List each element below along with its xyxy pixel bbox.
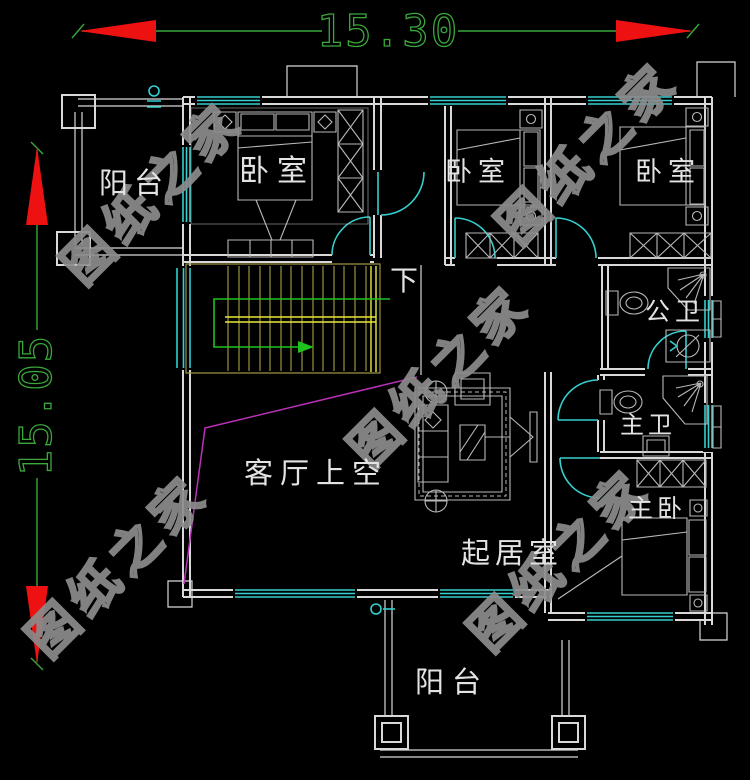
window (704, 405, 713, 448)
shower (667, 267, 711, 311)
doors (331, 171, 687, 499)
nightstand (689, 499, 708, 612)
living-room-furniture (414, 372, 538, 513)
public-bathroom-fixtures (605, 267, 711, 363)
door-arc (557, 379, 599, 421)
column (374, 715, 586, 750)
corner-pilaster-sw (167, 580, 193, 608)
room-label-top-balcony: 阳台 (99, 166, 169, 200)
sofa (417, 404, 449, 483)
room-label-bedroom-right: 卧室 (635, 157, 701, 188)
double-bed (237, 111, 313, 201)
washbasin (642, 435, 670, 457)
wardrobe (465, 232, 539, 259)
nightstand (685, 107, 709, 226)
wardrobe (636, 459, 707, 488)
corner-step-ne (696, 61, 736, 97)
window (235, 589, 355, 598)
stair-window (176, 268, 191, 368)
dimension-arrow-down (26, 586, 48, 664)
bedroom-right-furniture (619, 107, 712, 259)
double-bed (456, 129, 541, 206)
door-arc (331, 216, 371, 256)
door-arc (559, 457, 601, 499)
door-arc (454, 217, 496, 259)
double-bed (621, 517, 707, 596)
room-labels: 阳台 卧室 卧室 卧室 下 公卫 主卫 主卧 客厅上空 起居室 阳台 (99, 154, 705, 699)
faucet-icon (669, 340, 679, 352)
plant-icon (424, 489, 448, 513)
room-label-bedroom-left: 卧室 (239, 154, 315, 189)
room-label-living-room: 起居室 (461, 536, 563, 570)
column (56, 94, 96, 266)
toilet (605, 290, 619, 316)
dimension-arrow-up (26, 147, 48, 225)
rain-pipe-icon (147, 85, 161, 108)
watermark: 图纸之家 (337, 273, 542, 478)
bedroom-left-furniture (190, 107, 369, 258)
master-bedroom-furniture (557, 459, 708, 612)
room-label-master-bedroom: 主卧 (628, 494, 686, 523)
window (587, 612, 673, 621)
nightstand (213, 111, 337, 133)
dimension-left: 15.05 (10, 141, 63, 671)
wardrobe (629, 232, 712, 259)
room-label-stairs-down: 下 (390, 264, 418, 297)
plant-icon (424, 380, 448, 404)
room-label-master-bathroom: 主卫 (620, 411, 676, 439)
tv-unit (485, 411, 538, 463)
watermarks: 图纸之家 图纸之家 图纸之家 图纸之家 图纸之家 (14, 49, 691, 669)
room-label-public-bathroom: 公卫 (645, 297, 705, 326)
watermark: 图纸之家 (485, 50, 690, 255)
toilet (599, 389, 613, 415)
top-balcony-structure (56, 85, 183, 266)
nightstand (519, 109, 543, 226)
window (197, 96, 260, 105)
bedroom-middle-furniture (456, 109, 543, 259)
balcony-door (182, 147, 191, 222)
void-lines (183, 376, 418, 585)
rain-pipe-icon (370, 603, 395, 615)
corner-step-se (699, 612, 728, 641)
stair-treads (227, 266, 367, 371)
master-bathroom-fixtures (599, 375, 708, 457)
stair-route (213, 298, 390, 353)
chimney-outline (286, 65, 358, 97)
route-arrow-icon (298, 341, 314, 353)
dimension-arrow-right (616, 20, 693, 42)
door-arc (555, 217, 597, 259)
room-label-bedroom-middle: 卧室 (445, 157, 511, 188)
stairs (185, 263, 381, 374)
stair-handrail (225, 266, 377, 372)
room-label-bottom-balcony: 阳台 (415, 665, 489, 699)
double-bed (619, 126, 706, 206)
bottom-balcony-structure (370, 600, 586, 758)
window (704, 300, 713, 338)
rug (414, 387, 511, 501)
window (430, 96, 506, 105)
windows (175, 95, 722, 622)
shower (662, 375, 708, 425)
dimension-top: 15.30 (71, 5, 700, 58)
window (440, 589, 513, 598)
dimension-width-label: 15.30 (317, 6, 459, 57)
dimension-arrow-left (79, 20, 156, 42)
shutter (712, 300, 722, 449)
wardrobe (337, 109, 364, 213)
dresser (227, 239, 314, 258)
room-label-living-void: 客厅上空 (244, 456, 388, 490)
coffee-table (459, 424, 486, 461)
door-arc (377, 171, 425, 216)
dimension-height-label: 15.05 (11, 334, 62, 476)
window (588, 96, 672, 105)
door-arc (647, 330, 687, 370)
armchair (454, 372, 491, 406)
